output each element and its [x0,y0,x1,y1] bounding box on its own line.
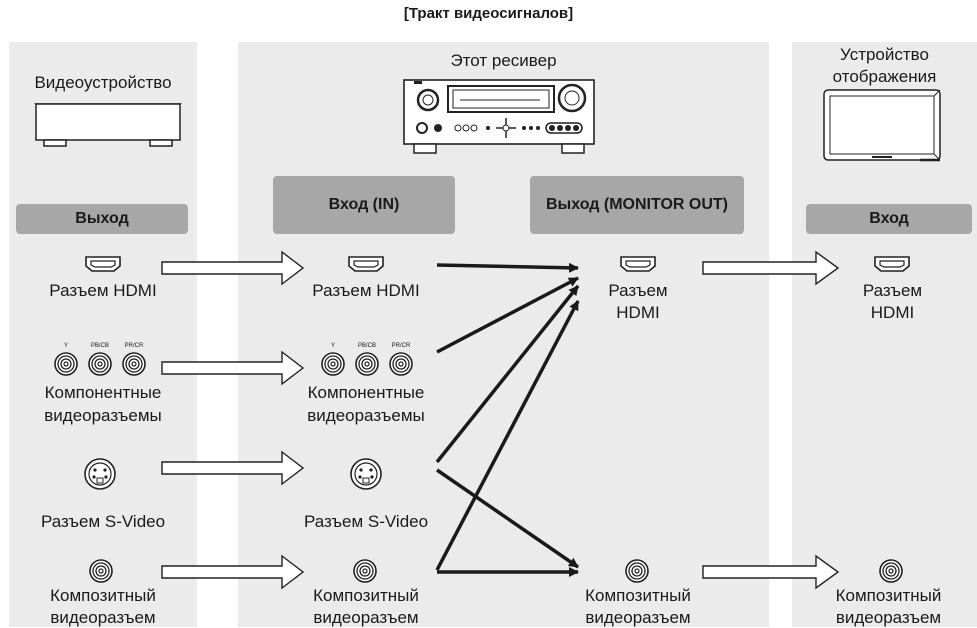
hollow-arrow-icon [702,554,840,590]
receiver-in-hdmi-label: Разъем HDMI [312,281,420,300]
receiver-name: Этот ресивер [450,51,557,70]
solid-arrow-icon [436,276,579,354]
receiver-in-composite-label-1: Композитный [313,586,419,605]
solid-arrow-icon [436,468,579,569]
receiver-in-component-label-2: видеоразъемы [307,406,425,425]
receiver-in-svideo-label: Разъем S-Video [303,512,429,531]
jack-label-pr: PR/CR [391,343,411,349]
display-name-line1: Устройство [840,45,929,64]
source-header: Выход [16,204,188,234]
solid-arrow-icon [435,300,580,571]
hollow-arrow-icon [161,554,305,590]
jack-label-pr: PR/CR [124,343,144,349]
jack-label-y: Y [330,343,335,349]
display-hdmi-label-2: HDMI [870,303,915,322]
display-composite-label-1: Композитный [835,586,942,605]
display-icon [823,89,941,162]
receiver-icon [403,79,595,154]
video-device-icon [34,103,182,147]
receiver-in-header: Вход (IN) [273,176,455,234]
jack-label-y: Y [63,343,68,349]
source-composite-label-1: Композитный [50,586,156,605]
display-header: Вход [806,204,972,234]
receiver-out-hdmi-label-1: Разъем [608,281,668,300]
source-svideo-label: Разъем S-Video [40,512,166,531]
hollow-arrow-icon [161,450,305,486]
diagram-title: [Тракт видеосигналов] [403,5,574,22]
source-composite-label-2: видеоразъем [50,608,156,627]
jack-label-pb: PB/CB [357,343,376,349]
receiver-in-component-label-1: Компонентные [307,383,425,402]
solid-arrow-icon [435,284,580,464]
receiver-out-composite-label-1: Композитный [585,586,691,605]
display-name-line2: отображения [832,67,937,86]
jack-label-pb: PB/CB [90,343,109,349]
solid-arrow-icon [436,262,579,273]
receiver-out-hdmi-label-2: HDMI [616,303,660,322]
source-name: Видеоустройство [34,73,172,92]
receiver-out-composite-label-2: видеоразъем [585,608,691,627]
hollow-arrow-icon [702,250,840,286]
source-component-label-2: видеоразъемы [44,406,162,425]
hollow-arrow-icon [161,250,305,286]
display-hdmi-label-1: Разъем [862,281,923,300]
receiver-out-header: Выход (MONITOR OUT) [530,176,744,234]
source-component-label-1: Компонентные [44,383,162,402]
display-composite-label-2: видеоразъем [835,608,942,627]
hollow-arrow-icon [161,350,305,386]
source-hdmi-label: Разъем HDMI [49,281,157,300]
receiver-in-composite-label-2: видеоразъем [313,608,419,627]
